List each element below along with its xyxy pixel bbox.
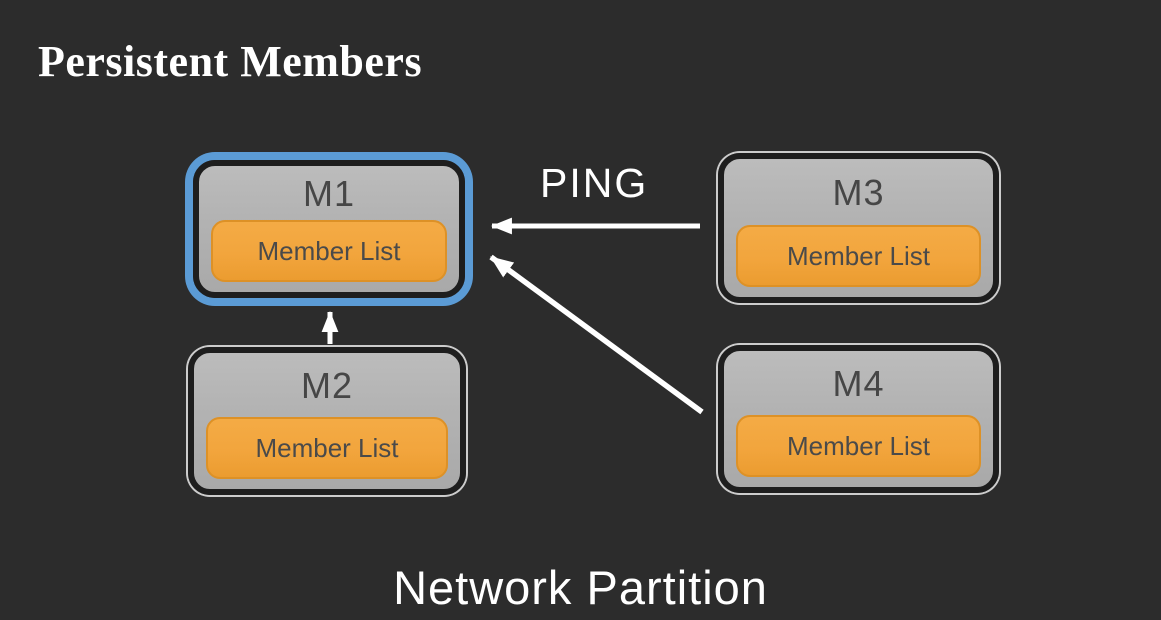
node-m4-member-list: Member List: [736, 415, 981, 477]
diagram-caption: Network Partition: [393, 561, 768, 614]
node-m3: M3 Member List: [718, 153, 999, 303]
node-m3-label: M3: [832, 172, 885, 213]
node-m4: M4 Member List: [718, 345, 999, 493]
ping-edge-label: PING: [540, 160, 649, 206]
node-m4-member-list-label: Member List: [786, 430, 931, 461]
node-m1-label: M1: [302, 173, 355, 214]
node-m2-member-list: Member List: [206, 417, 448, 479]
node-m1-member-list-label: Member List: [257, 235, 401, 266]
node-m1-member-list: Member List: [211, 220, 447, 282]
node-m2-label: M2: [300, 365, 353, 406]
node-m1: M1 Member List: [193, 160, 465, 298]
slide-title: Persistent Members: [38, 37, 423, 86]
node-m2-member-list-label: Member List: [255, 432, 399, 463]
node-m3-member-list-label: Member List: [786, 240, 931, 271]
node-m3-member-list: Member List: [736, 225, 981, 287]
node-m2: M2 Member List: [188, 347, 466, 495]
arrow-m4-to-m1: [489, 254, 704, 415]
node-m4-label: M4: [832, 363, 885, 404]
